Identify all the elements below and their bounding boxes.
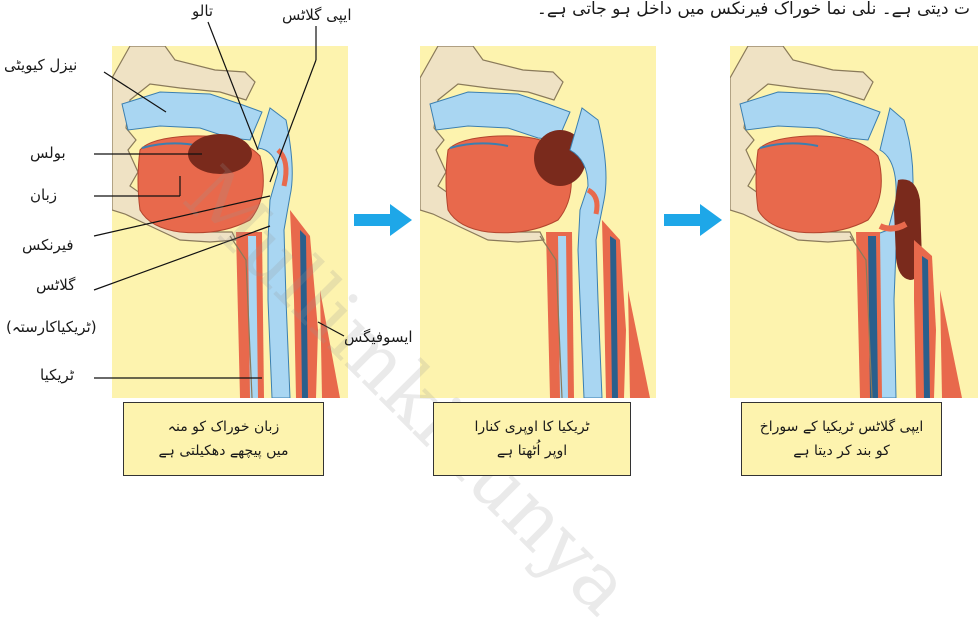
label-tongue: زبان bbox=[30, 186, 57, 204]
caption-box-1: زبان خوراک کو منہ میں پیچھے دھکیلتی ہے bbox=[123, 402, 324, 476]
label-nasal-cavity: نیزل کیویٹی bbox=[4, 56, 77, 74]
label-bolus: بولس bbox=[30, 144, 66, 162]
head-section-3 bbox=[730, 46, 962, 398]
label-trachea-path: (ٹریکیاکارستہ) bbox=[6, 318, 97, 336]
caption-2-line-1: ٹریکیا کا اوپری کنارا bbox=[434, 415, 630, 439]
label-glottis: گلاٹس bbox=[36, 276, 75, 294]
arrow-right-icon-1 bbox=[354, 204, 412, 236]
label-palate: تالو bbox=[192, 2, 213, 20]
label-esophagus: ایسوفیگس bbox=[344, 328, 413, 346]
caption-2-line-2: اوپر اُٹھتا ہے bbox=[434, 439, 630, 463]
caption-3-line-2: کو بند کر دیتا ہے bbox=[742, 439, 941, 463]
label-trachea: ٹریکیا bbox=[40, 366, 74, 384]
caption-1-line-1: زبان خوراک کو منہ bbox=[124, 415, 323, 439]
label-pharynx: فیرنکس bbox=[22, 236, 74, 254]
caption-box-3: ایپی گلاٹس ٹریکیا کے سوراخ کو بند کر دیت… bbox=[741, 402, 942, 476]
caption-1-line-2: میں پیچھے دھکیلتی ہے bbox=[124, 439, 323, 463]
caption-box-2: ٹریکیا کا اوپری کنارا اوپر اُٹھتا ہے bbox=[433, 402, 631, 476]
caption-3-line-1: ایپی گلاٹس ٹریکیا کے سوراخ bbox=[742, 415, 941, 439]
head-section-2 bbox=[420, 46, 650, 398]
arrow-right-icon-2 bbox=[664, 204, 722, 236]
label-epiglottis: ایپی گلاٹس bbox=[282, 6, 352, 24]
